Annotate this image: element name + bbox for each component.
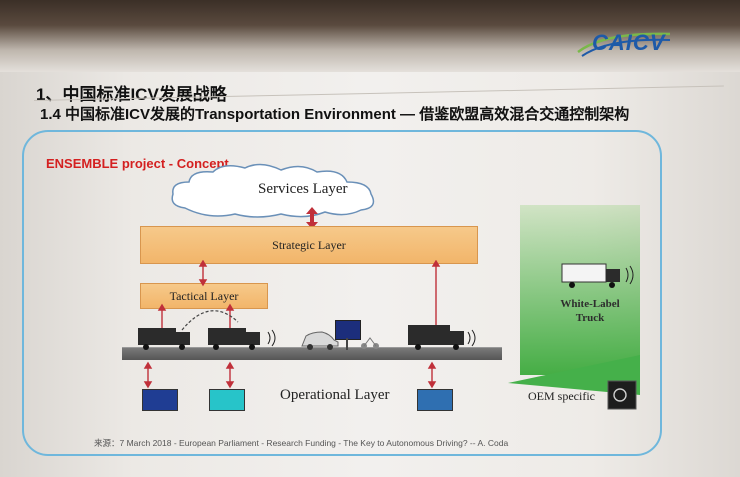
services-layer-label: Services Layer [258,181,348,198]
page-title: 1、中国标准ICV发展战略 [36,80,227,105]
oem-specific-label: OEM specific [528,389,595,404]
sign-pole [346,338,348,350]
section-subtitle: 1.4 中国标准ICV发展的Transportation Environment… [40,103,629,124]
white-label-truck-label: White-Label Truck [558,297,622,325]
operational-layer-label: Operational Layer [280,387,390,404]
source-note: 来源：7 March 2018 - European Parliament - … [94,437,508,449]
logo-text: CAICV [592,30,665,56]
white-truck-icon [560,258,644,292]
vehicles [130,322,510,352]
traffic-sign [335,320,361,340]
navy-box [142,389,178,411]
steel-box [417,389,453,411]
cyan-box [209,389,245,411]
safe-icon [607,380,637,412]
strategic-layer: Strategic Layer [140,226,478,264]
